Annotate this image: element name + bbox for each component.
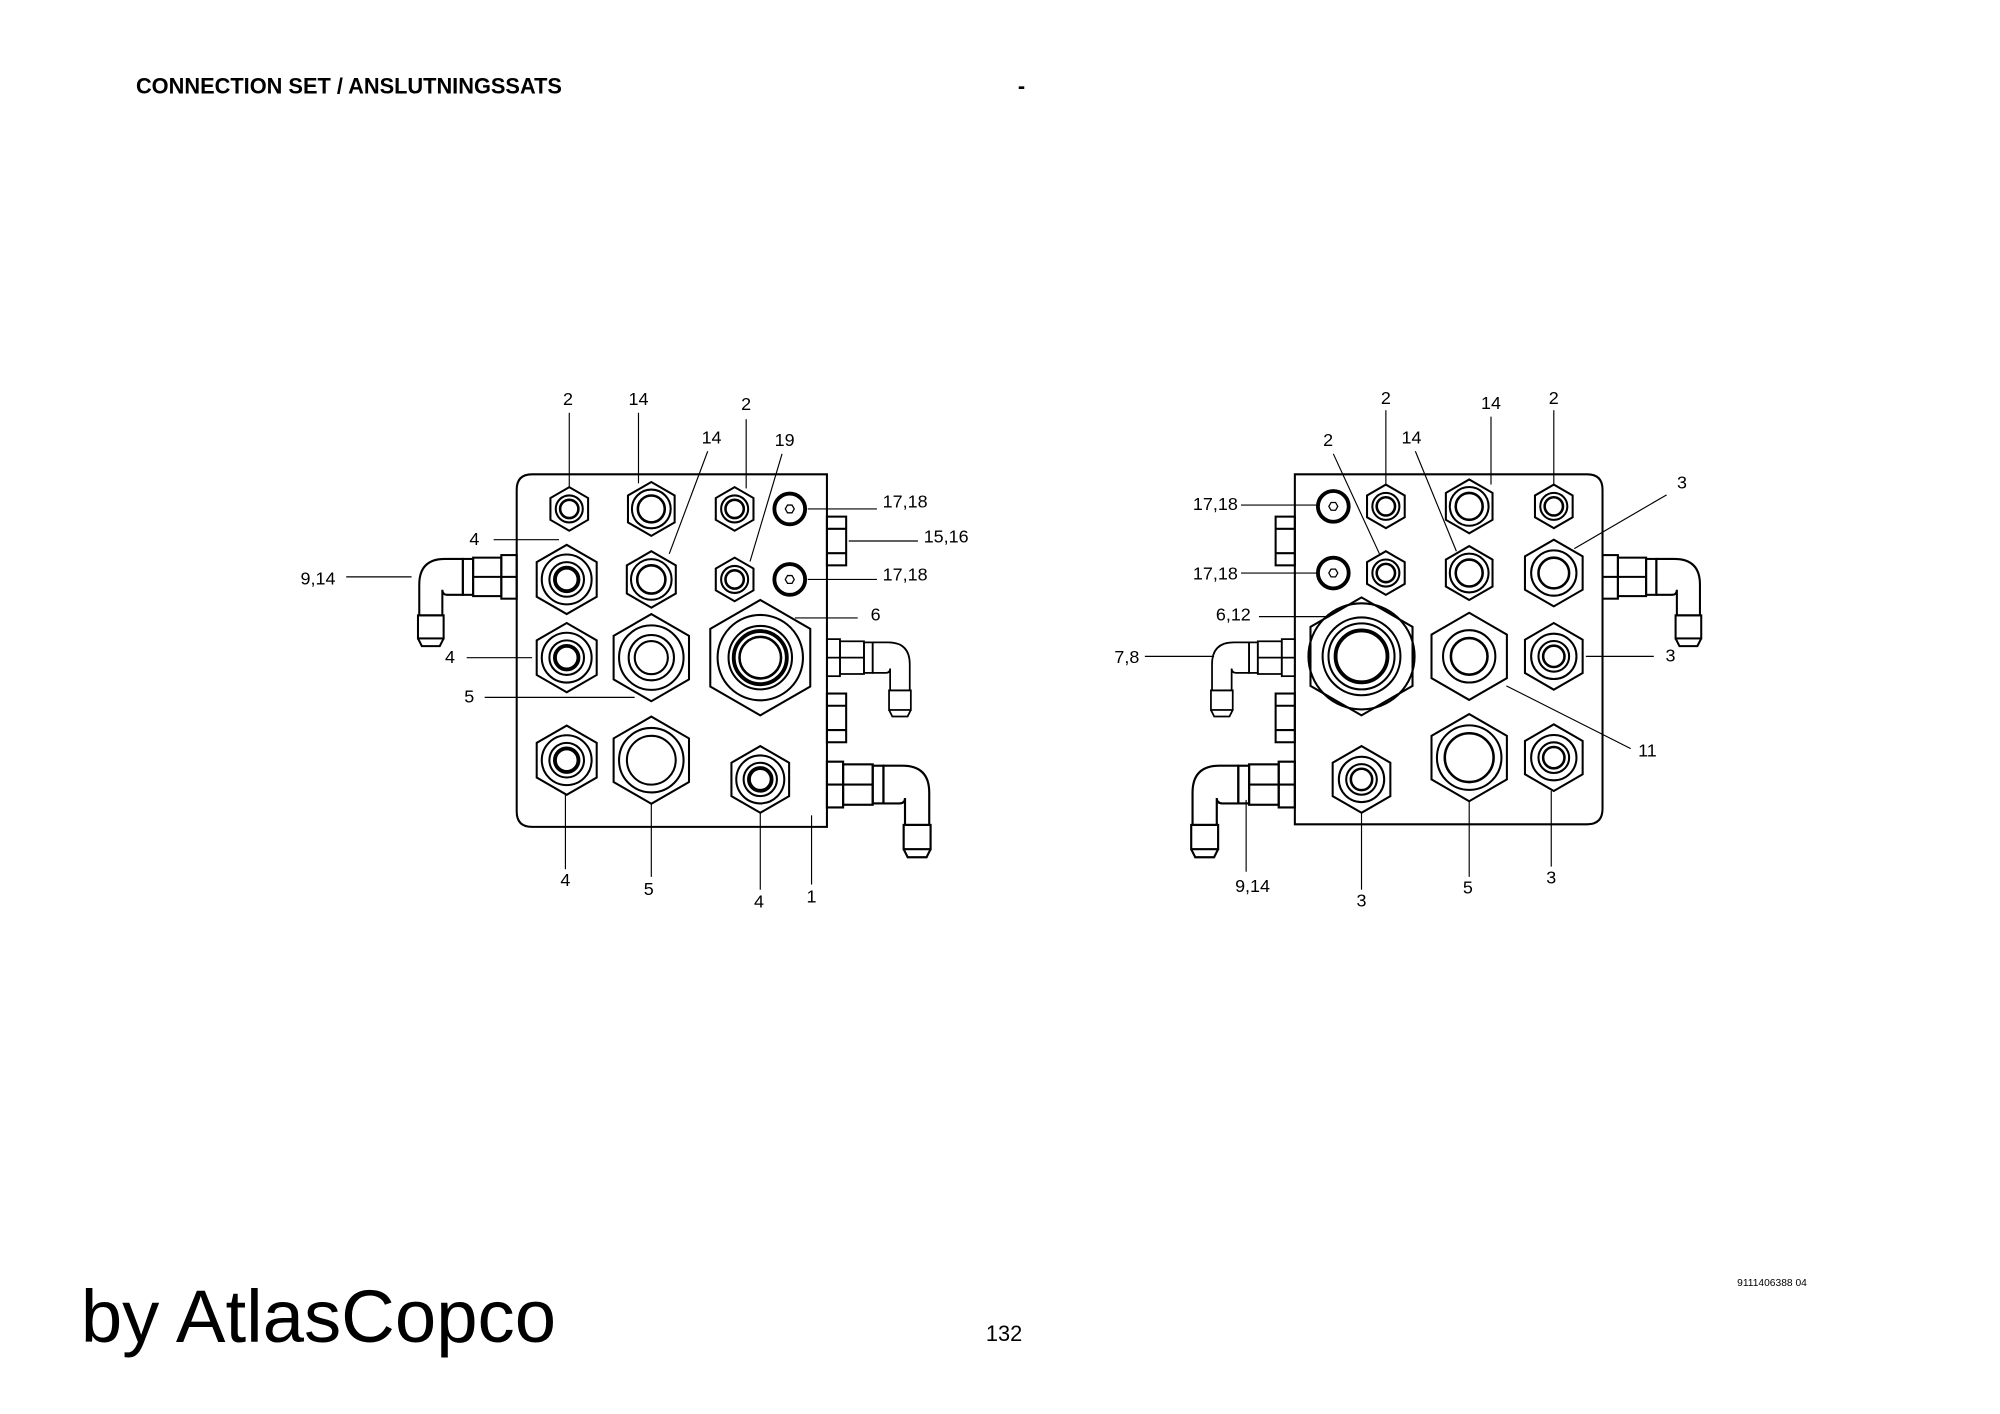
hex-fitting <box>1523 621 1584 691</box>
callout-label: 1 <box>807 886 817 906</box>
plug-fitting <box>772 562 808 597</box>
callout-label: 3 <box>1357 890 1367 910</box>
leader-line <box>1506 685 1631 750</box>
hex-fitting <box>1430 712 1508 803</box>
plug-fitting <box>772 491 808 527</box>
elbow-fitting <box>825 760 932 859</box>
callout-label: 3 <box>1665 645 1675 665</box>
leader-line <box>749 453 783 562</box>
hex-fitting <box>1523 723 1584 793</box>
side-bolt <box>1274 692 1296 744</box>
callout-label: 5 <box>1463 878 1473 898</box>
leader-line <box>668 451 709 555</box>
callout-label: 3 <box>1546 867 1556 887</box>
hex-fitting <box>1365 550 1406 597</box>
callout-label: 17,18 <box>883 492 928 512</box>
right-view-diagram: 2 14 2 2 14 3 17,18 17,18 6,12 7,8 3 11 9,14 3 5 3 <box>1114 388 1703 910</box>
callout-label: 6,12 <box>1216 604 1251 624</box>
page-number: 132 <box>986 1321 1022 1346</box>
side-bolt <box>825 515 848 567</box>
hex-fitting <box>549 485 590 532</box>
hex-fitting <box>612 715 691 805</box>
leader-line <box>1574 494 1667 550</box>
callout-label: 5 <box>464 687 474 707</box>
callout-label: 2 <box>1549 388 1559 408</box>
hex-fitting <box>1365 483 1406 530</box>
hex-fitting <box>625 550 677 609</box>
document-number: 9111406388 04 <box>1737 1278 1807 1289</box>
callout-label: 2 <box>741 394 751 414</box>
hex-fitting <box>1331 744 1392 814</box>
elbow-fitting <box>416 554 518 648</box>
callout-label: 14 <box>629 389 649 409</box>
callout-label: 3 <box>1677 472 1687 492</box>
manifold-block <box>515 473 828 828</box>
callout-label: 4 <box>560 870 570 890</box>
callout-label: 14 <box>1402 428 1422 448</box>
hex-fitting <box>535 724 598 796</box>
callout-label: 14 <box>702 428 722 448</box>
hex-fitting <box>1444 544 1494 602</box>
callout-label: 14 <box>1481 393 1501 413</box>
plug-fitting <box>1316 555 1351 591</box>
hex-fitting <box>1523 538 1584 608</box>
callout-label: 11 <box>1638 740 1657 760</box>
side-bolt <box>825 692 848 744</box>
hex-fitting <box>1444 478 1494 535</box>
elbow-fitting <box>826 638 912 718</box>
callout-label: 17,18 <box>1193 563 1238 583</box>
hex-fitting <box>626 480 676 538</box>
callout-label: 6 <box>871 604 881 624</box>
side-bolt <box>1274 515 1296 567</box>
elbow-fitting <box>1190 760 1296 859</box>
hex-fitting <box>714 485 755 532</box>
header-dash: - <box>1018 74 1025 99</box>
plug-fitting <box>1316 489 1351 524</box>
callout-label: 17,18 <box>883 565 928 585</box>
hex-fitting <box>612 612 691 703</box>
callout-label: 2 <box>563 389 573 409</box>
callout-label: 2 <box>1323 430 1333 450</box>
hex-fitting <box>535 621 598 694</box>
callout-label: 4 <box>469 529 479 549</box>
callout-label: 17,18 <box>1193 494 1238 514</box>
callout-label: 4 <box>445 647 455 667</box>
elbow-fitting <box>1601 554 1703 648</box>
callout-label: 7,8 <box>1114 647 1139 667</box>
page-title: CONNECTION SET / ANSLUTNINGSSATS <box>136 74 562 99</box>
hex-fitting <box>535 543 598 616</box>
leader-line <box>1414 451 1457 552</box>
hex-fitting <box>1430 611 1508 702</box>
hex-fitting <box>1307 596 1416 717</box>
leader-line <box>1332 453 1380 555</box>
callout-label: 4 <box>754 892 764 912</box>
hex-fitting <box>709 598 812 717</box>
callout-label: 9,14 <box>1235 876 1270 896</box>
callout-label: 15,16 <box>924 526 969 546</box>
brand-logo-text: by AtlasCopco <box>81 1275 556 1358</box>
elbow-fitting <box>1210 638 1296 718</box>
manifold-block <box>1293 473 1604 826</box>
callout-label: 2 <box>1381 388 1391 408</box>
callout-label: 5 <box>644 879 654 899</box>
hex-fitting <box>730 744 791 814</box>
callout-label: 19 <box>775 430 795 450</box>
hex-fitting <box>714 556 755 603</box>
callout-label: 9,14 <box>301 569 336 589</box>
hex-fitting <box>1533 483 1574 530</box>
